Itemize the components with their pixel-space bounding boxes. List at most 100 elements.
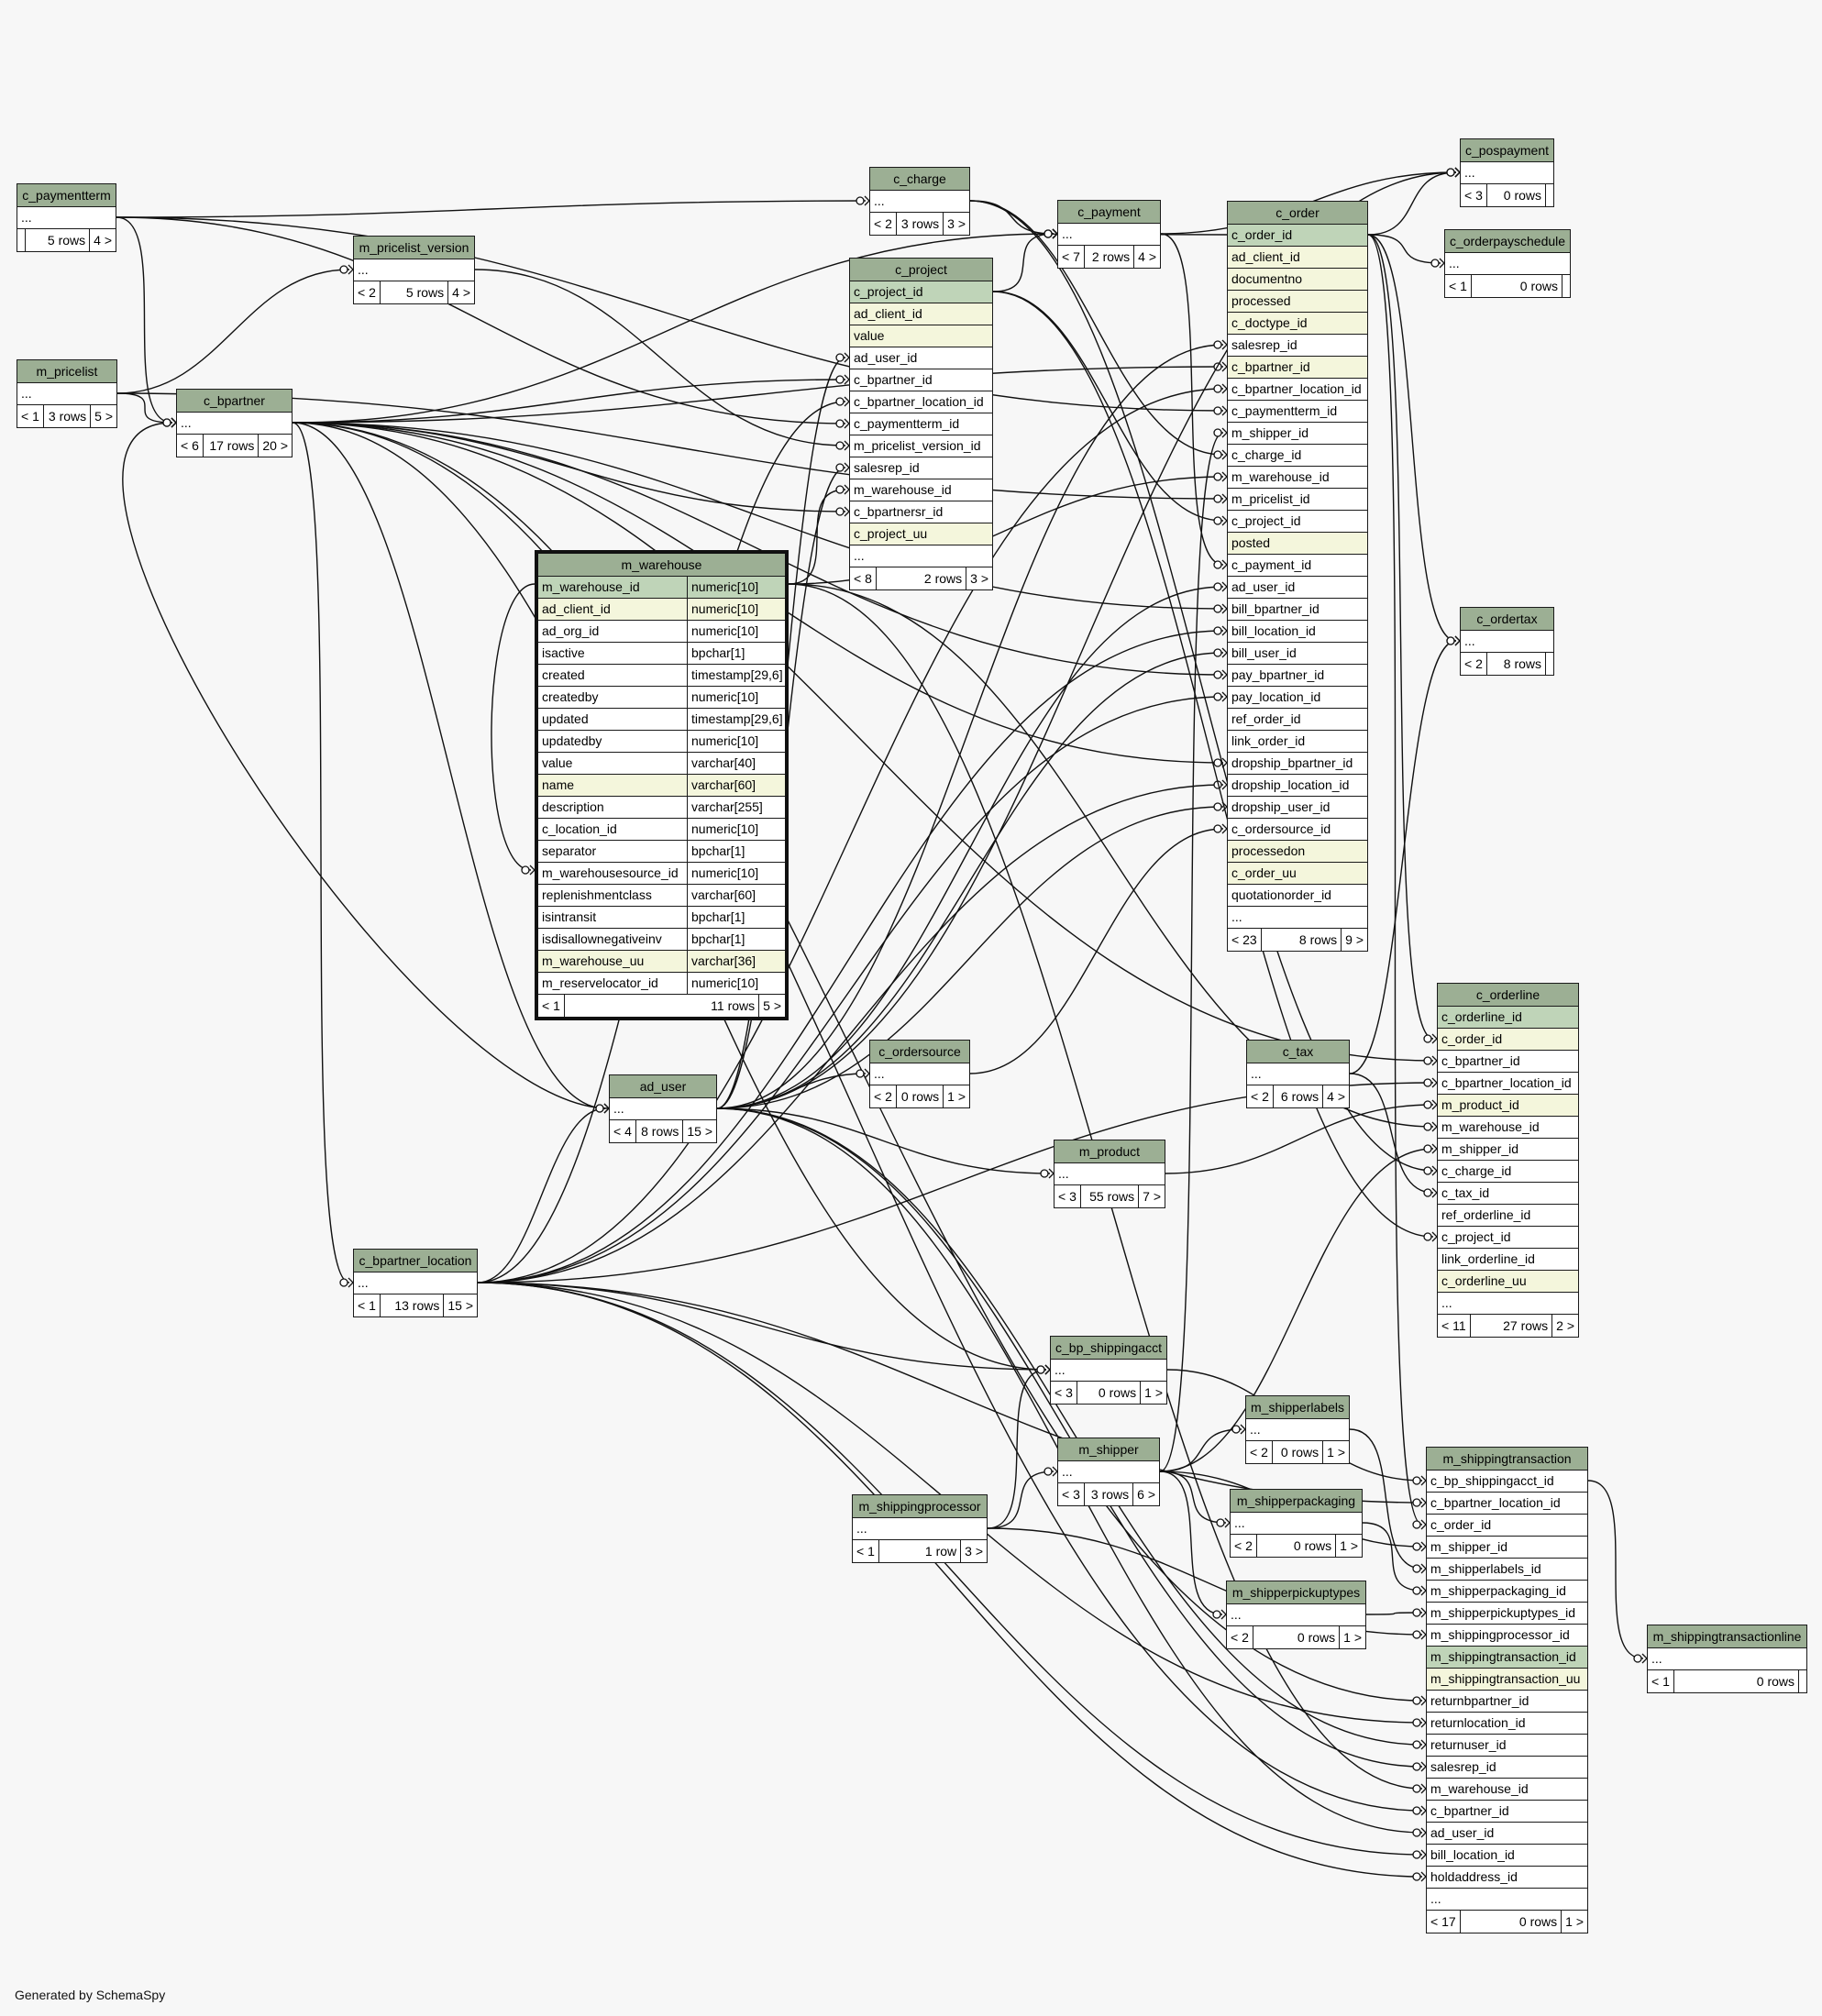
column-row[interactable]: c_bpartnersr_id: [850, 501, 992, 523]
column-row[interactable]: salesrep_id: [1427, 1757, 1587, 1779]
children-count[interactable]: 1 >: [1340, 1538, 1358, 1553]
column-row[interactable]: c_bpartner_location_id: [1427, 1493, 1587, 1515]
column-row[interactable]: m_shipper_id: [1438, 1139, 1578, 1161]
column-row[interactable]: m_shipper_id: [1228, 423, 1367, 445]
parents-count[interactable]: < 1: [538, 995, 565, 1017]
column-row[interactable]: ad_user_id: [1427, 1823, 1587, 1845]
more-columns[interactable]: ...: [354, 1272, 477, 1294]
children-count[interactable]: [1563, 275, 1570, 297]
table-header[interactable]: m_shipper: [1058, 1438, 1159, 1461]
row-count[interactable]: 0 rows: [1253, 1626, 1341, 1648]
column-row[interactable]: m_shipperlabels_id: [1427, 1559, 1587, 1581]
column-row[interactable]: c_bpartner_location_id: [1228, 379, 1367, 401]
children-count[interactable]: 4 >: [452, 285, 470, 300]
children-count[interactable]: 4 >: [1327, 1089, 1345, 1104]
column-row[interactable]: ad_client_id: [850, 303, 992, 325]
column-row[interactable]: c_order_uu: [1228, 863, 1367, 885]
table-header[interactable]: m_shippingprocessor: [853, 1495, 987, 1518]
children-count[interactable]: 3 >: [965, 1544, 983, 1559]
children-count[interactable]: [1799, 1670, 1806, 1692]
parents-count[interactable]: < 2: [870, 1085, 897, 1107]
column-row[interactable]: c_project_id: [1438, 1227, 1578, 1249]
table-header[interactable]: c_payment: [1058, 201, 1160, 224]
more-columns[interactable]: ...: [1648, 1648, 1806, 1670]
column-row[interactable]: c_orderline_uu: [1438, 1271, 1578, 1293]
column-row[interactable]: c_orderline_id: [1438, 1007, 1578, 1029]
column-row[interactable]: m_pricelist_id: [1228, 489, 1367, 511]
parents-count[interactable]: < 1: [17, 405, 44, 427]
more-columns[interactable]: ...: [17, 383, 116, 405]
column-row[interactable]: m_shippingtransaction_id: [1427, 1647, 1587, 1669]
table-header[interactable]: ad_user: [610, 1075, 716, 1098]
column-row[interactable]: ref_order_id: [1228, 709, 1367, 731]
more-columns[interactable]: ...: [1228, 907, 1367, 929]
parents-count[interactable]: < 2: [870, 213, 897, 235]
table-header[interactable]: c_charge: [870, 168, 969, 191]
column-row[interactable]: c_order_id: [1228, 225, 1367, 247]
more-columns[interactable]: ...: [853, 1518, 987, 1540]
table-header[interactable]: c_orderpayschedule: [1445, 230, 1570, 253]
parents-count[interactable]: < 3: [1051, 1382, 1077, 1404]
children-count[interactable]: 1 >: [1565, 1914, 1584, 1929]
row-count[interactable]: 2 rows: [877, 567, 967, 589]
more-columns[interactable]: ...: [1051, 1360, 1166, 1382]
column-row[interactable]: pay_bpartner_id: [1228, 665, 1367, 687]
column-row[interactable]: c_bpartner_id: [1438, 1051, 1578, 1073]
parents-count[interactable]: < 4: [610, 1120, 636, 1142]
column-row[interactable]: bill_user_id: [1228, 643, 1367, 665]
column-row[interactable]: ad_user_id: [1228, 577, 1367, 599]
column-row[interactable]: c_order_id: [1438, 1029, 1578, 1051]
row-count[interactable]: 0 rows: [1273, 1441, 1324, 1463]
column-row[interactable]: returnlocation_id: [1427, 1713, 1587, 1735]
row-count[interactable]: 17 rows: [204, 435, 259, 457]
row-count[interactable]: 27 rows: [1471, 1315, 1553, 1337]
table-header[interactable]: c_bpartner: [177, 390, 292, 413]
more-columns[interactable]: ...: [850, 545, 992, 567]
children-count[interactable]: 2 >: [1556, 1318, 1574, 1333]
column-row[interactable]: quotationorder_id: [1228, 885, 1367, 907]
column-row[interactable]: link_order_id: [1228, 731, 1367, 753]
row-count[interactable]: 3 rows: [44, 405, 92, 427]
column-row[interactable]: c_order_id: [1427, 1515, 1587, 1537]
column-row[interactable]: c_bpartner_id: [1427, 1801, 1587, 1823]
parents-count[interactable]: < 8: [850, 567, 877, 589]
column-row[interactable]: returnbpartner_id: [1427, 1691, 1587, 1713]
row-count[interactable]: 3 rows: [1085, 1483, 1134, 1505]
more-columns[interactable]: ...: [1461, 631, 1553, 653]
column-row[interactable]: holdaddress_id: [1427, 1867, 1587, 1889]
more-columns[interactable]: ...: [1231, 1513, 1362, 1535]
children-count[interactable]: 20 >: [262, 438, 288, 453]
column-row[interactable]: c_bpartner_location_id: [1438, 1073, 1578, 1095]
children-count[interactable]: 5 >: [763, 998, 781, 1013]
row-count[interactable]: 0 rows: [1257, 1535, 1337, 1557]
children-count[interactable]: 7 >: [1143, 1189, 1161, 1204]
children-count[interactable]: [1546, 184, 1553, 206]
table-header[interactable]: m_shipperpickuptypes: [1227, 1581, 1365, 1604]
column-row[interactable]: m_shippingprocessor_id: [1427, 1625, 1587, 1647]
parents-count[interactable]: < 3: [1055, 1185, 1081, 1207]
row-count[interactable]: 0 rows: [897, 1085, 944, 1107]
column-row[interactable]: c_charge_id: [1228, 445, 1367, 467]
row-count[interactable]: 5 rows: [381, 281, 449, 303]
column-row[interactable]: c_tax_id: [1438, 1183, 1578, 1205]
row-count[interactable]: 3 rows: [897, 213, 944, 235]
table-header[interactable]: c_pospayment: [1461, 139, 1553, 162]
column-row[interactable]: ref_orderline_id: [1438, 1205, 1578, 1227]
children-count[interactable]: 4 >: [94, 233, 112, 248]
more-columns[interactable]: ...: [1461, 162, 1553, 184]
